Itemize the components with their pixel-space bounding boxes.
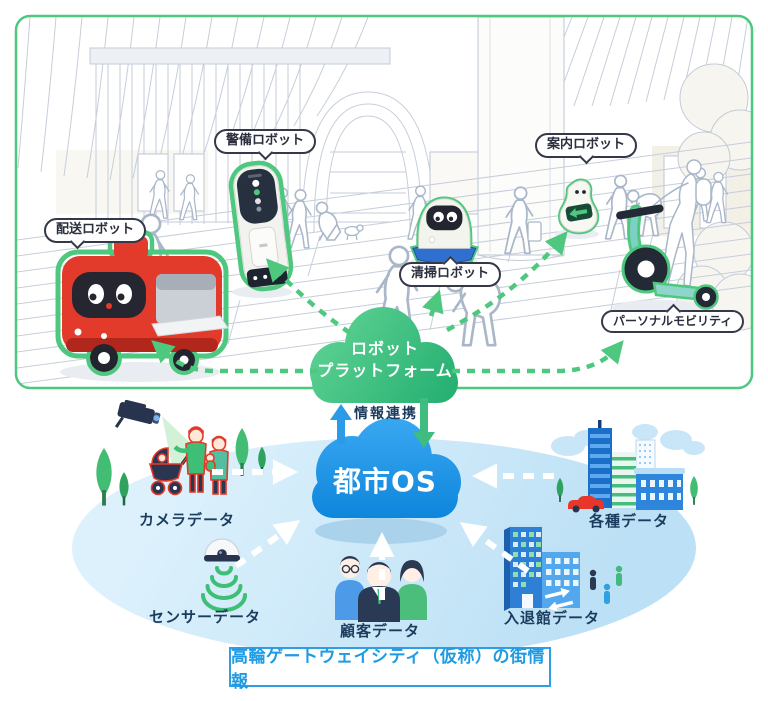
delivery-robot: [55, 223, 229, 376]
pedestrians: [125, 167, 729, 349]
data-flow-arrows: [212, 459, 554, 600]
security-robot-label: 警備ロボット: [214, 129, 317, 160]
arch-corridor: [301, 91, 435, 233]
robot-platform-cloud: [310, 307, 458, 403]
customers-icon: [335, 556, 427, 622]
entry-building-icon: [504, 524, 623, 612]
guide-robot: [558, 178, 600, 235]
in-out-arrows-icon: [544, 587, 574, 612]
entry-exit-data-label: 入退館データ: [503, 609, 600, 627]
city-data-section: [72, 399, 705, 658]
city-os-cloud: [312, 418, 461, 518]
family-stroller-icon: [148, 426, 229, 496]
guide-robot-label-text: 案内ロボット: [547, 137, 626, 152]
city-scene-illustration: [14, 14, 754, 390]
scooter-rider: [649, 159, 712, 287]
delivery-robot-label: 配送ロボット: [44, 218, 147, 249]
cloud-shadow: [315, 518, 447, 544]
customer-data-label: 顧客データ: [339, 622, 420, 640]
info-link-label: 情報連携: [354, 406, 418, 422]
robot-platform-cloud-label: ロボット プラットフォーム: [308, 338, 462, 381]
guide-robot-label: 案内ロボット: [535, 133, 638, 164]
sensor-data-label: センサーデータ: [148, 608, 261, 626]
camera-data-label: カメラデータ: [138, 511, 235, 529]
signal-waves-icon: [201, 566, 247, 612]
dog: [344, 224, 364, 241]
cleaning-robot-label: 清掃ロボット: [399, 255, 502, 287]
robot-platform-line1: ロボット: [350, 339, 419, 358]
cloud-icon: [551, 424, 705, 456]
personal-mobility-label: パーソナルモビリティ: [601, 303, 745, 334]
city-info-caption: 高輪ゲートウェイシティ（仮称）の街情報: [229, 647, 551, 692]
entry-people-icon: [589, 565, 623, 604]
scene-trees: [675, 63, 751, 331]
city-buildings-icon: [551, 420, 705, 513]
robot-link-arrows: [151, 231, 624, 374]
cleaning-robot-label-text: 清掃ロボット: [411, 266, 490, 281]
city-info-caption-text: 高輪ゲートウェイシティ（仮称）の街情報: [231, 647, 545, 692]
personal-mobility-scooter: [616, 159, 719, 310]
robot-platform-line2: プラットフォーム: [317, 360, 453, 380]
city-os-label: 都市OS: [333, 465, 437, 498]
various-data-label: 各種データ: [588, 512, 669, 530]
down-arrow-icon: [413, 398, 435, 448]
up-arrow-icon: [330, 404, 352, 444]
red-car-icon: [568, 496, 604, 513]
tree-icon: [690, 476, 698, 505]
delivery-robot-label-text: 配送ロボット: [56, 222, 135, 237]
personal-mobility-label-text: パーソナルモビリティ: [613, 314, 733, 328]
security-robot-label-text: 警備ロボット: [226, 133, 305, 148]
dome-sensor-icon: [201, 538, 247, 612]
